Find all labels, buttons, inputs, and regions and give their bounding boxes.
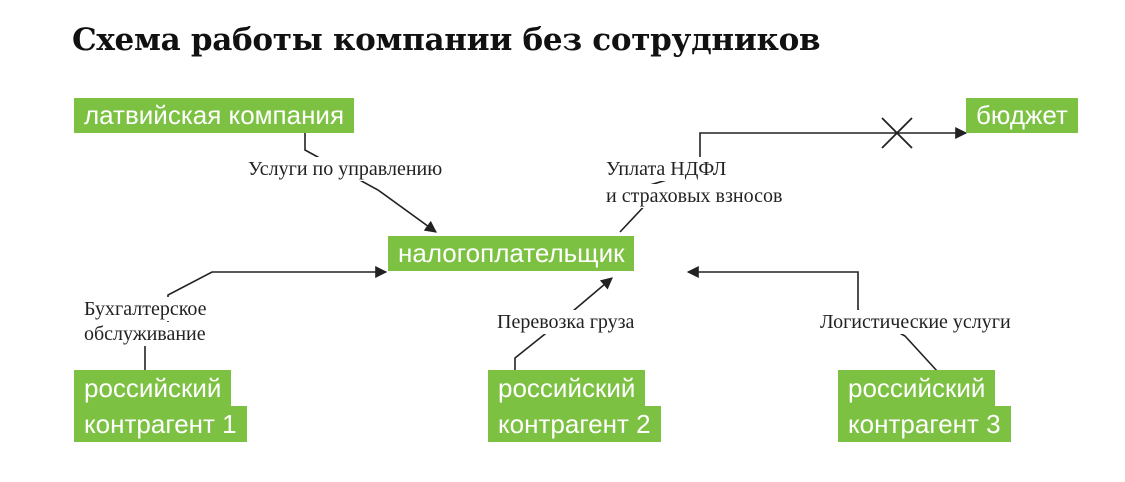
edge-label-ndfl-line-2: и страховых взносов — [606, 184, 783, 208]
edge-label-accounting-line-1: Бухгалтерское — [84, 297, 207, 321]
node-budget: бюджет — [966, 98, 1078, 133]
edge-management-line — [304, 132, 437, 233]
edge-label-logistics: Логистические услуги — [820, 310, 1011, 334]
node-counterparty-3-line-2: контрагент 3 — [838, 406, 1011, 442]
edge-label-cargo: Перевозка груза — [497, 310, 635, 334]
page-title: Схема работы компании без сотрудников — [72, 22, 821, 58]
node-counterparty-3-line-1: российский — [838, 370, 996, 406]
node-counterparty-3: российский контрагент 3 — [838, 370, 1011, 442]
edge-cargo-line — [514, 277, 613, 372]
edge-label-management: Услуги по управлению — [248, 157, 443, 181]
edge-ndfl-line — [619, 127, 968, 233]
cross-mark-icon — [881, 117, 913, 149]
node-counterparty-2-line-2: контрагент 2 — [488, 406, 661, 442]
edge-label-ndfl-line-1: Уплата НДФЛ — [606, 157, 727, 181]
node-taxpayer: налогоплательщик — [388, 236, 635, 271]
node-counterparty-2-line-1: российский — [488, 370, 646, 406]
node-latvian-company: латвийская компания — [74, 98, 355, 133]
edge-label-accounting-line-2: обслуживание — [84, 322, 206, 346]
node-counterparty-2: российский контрагент 2 — [488, 370, 661, 442]
node-counterparty-1-line-1: российский — [74, 370, 232, 406]
node-counterparty-1-line-2: контрагент 1 — [74, 406, 247, 442]
node-counterparty-1: российский контрагент 1 — [74, 370, 247, 442]
